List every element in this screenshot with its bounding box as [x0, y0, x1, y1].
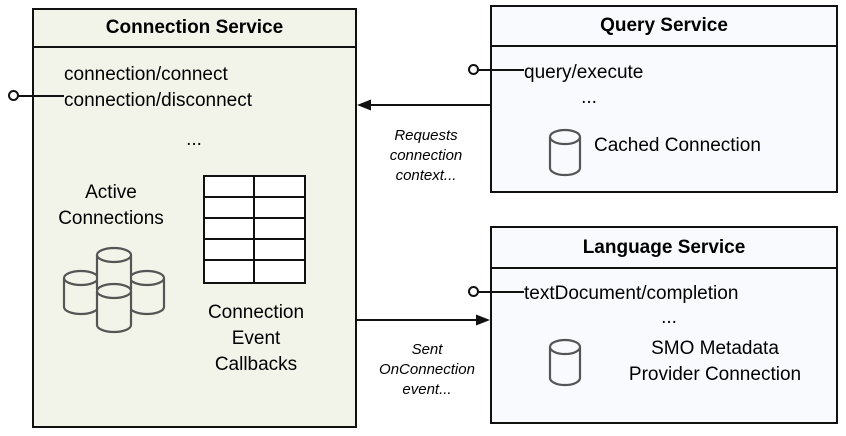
query-connector-label-line3: context... [395, 167, 457, 184]
active-connections-label-line2: Connections [58, 208, 164, 229]
smo-metadata-provider-connection-label: SMO Metadata Provider Connection [590, 336, 840, 388]
language-service-interface-stem [478, 291, 524, 293]
operation-query-execute[interactable]: query/execute [524, 62, 644, 83]
language-service-operations: textDocument/completion [524, 281, 738, 307]
smo-metadata-cylinder-icon [548, 338, 582, 387]
active-connections-cylinder-cluster-icon [62, 246, 166, 334]
query-service-title: Query Service [492, 7, 836, 47]
cached-connection-label: Cached Connection [594, 135, 761, 156]
query-service-interface-stem [478, 69, 524, 71]
callbacks-label-line3: Callbacks [214, 354, 298, 375]
query-service-box[interactable]: Query Service [490, 5, 838, 193]
language-connector-label-line1: Sent [411, 341, 443, 358]
connection-service-ellipsis: ... [186, 129, 202, 150]
operation-connection-disconnect[interactable]: connection/disconnect [64, 90, 253, 111]
language-service-ellipsis: ... [661, 307, 677, 328]
connection-event-callbacks-label: Connection Event Callbacks [186, 300, 326, 378]
active-connections-label-line1: Active [85, 182, 137, 203]
query-connector-label-line2: connection [389, 147, 463, 164]
operation-textdocument-completion[interactable]: textDocument/completion [524, 283, 739, 304]
smo-label-line1: SMO Metadata [651, 338, 779, 359]
connection-service-title: Connection Service [34, 10, 355, 48]
active-connections-label: Active Connections [36, 180, 186, 232]
language-service-interface-icon[interactable] [468, 286, 479, 297]
operation-connection-connect[interactable]: connection/connect [64, 64, 228, 85]
language-service-title: Language Service [492, 228, 836, 269]
query-service-ellipsis: ... [581, 87, 597, 108]
connector-query-to-connection-label: Requests connection context... [366, 126, 486, 186]
query-service-interface-icon[interactable] [468, 64, 479, 75]
callbacks-label-line2: Event [231, 328, 281, 349]
callbacks-label-line1: Connection [207, 302, 305, 323]
cached-connection-cylinder-icon [548, 128, 582, 177]
connection-service-interface-icon[interactable] [8, 90, 19, 101]
language-service-box[interactable]: Language Service [490, 226, 838, 424]
smo-label-line2: Provider Connection [628, 364, 802, 385]
query-service-operations: query/execute [524, 60, 643, 86]
language-connector-label-line2: OnConnection [379, 361, 475, 378]
connection-event-callbacks-table-icon [203, 175, 306, 284]
query-connector-label-line1: Requests [394, 127, 458, 144]
connection-service-operations: connection/connect connection/disconnect [64, 62, 252, 114]
connection-service-interface-stem [18, 95, 64, 97]
connector-connection-to-language-label: Sent OnConnection event... [362, 340, 492, 400]
language-connector-label-line3: event... [402, 381, 452, 398]
